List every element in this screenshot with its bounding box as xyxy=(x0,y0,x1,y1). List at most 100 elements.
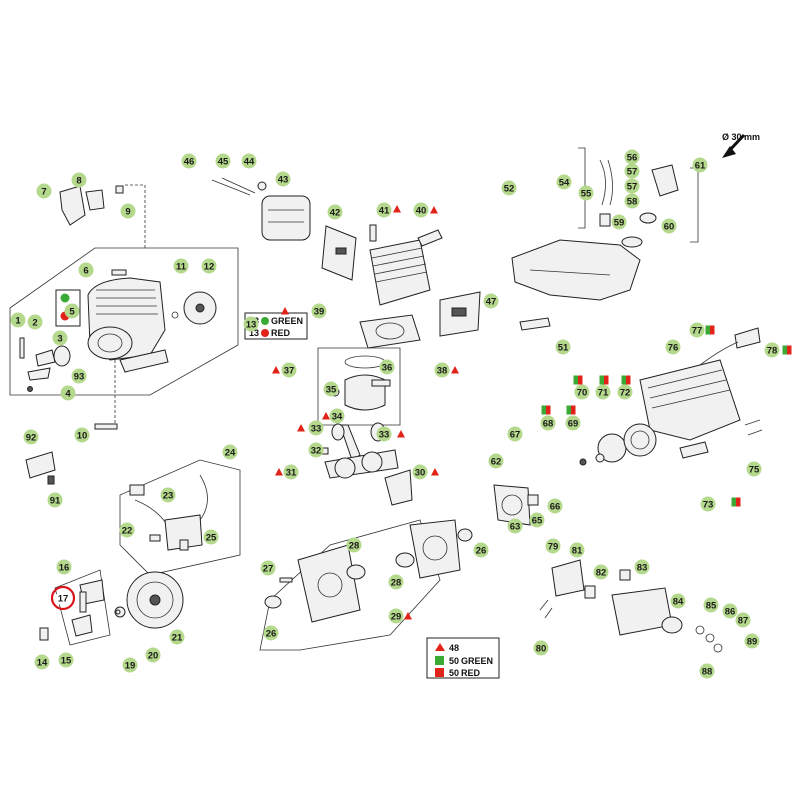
muffler-group xyxy=(211,177,357,281)
callout-label-60: 60 xyxy=(664,221,675,232)
gasket-60 xyxy=(639,212,657,224)
callout-badge-69 xyxy=(565,415,581,431)
callout-badge-9 xyxy=(120,203,136,219)
fuel-tank-group xyxy=(511,133,746,331)
callout-badge-25 xyxy=(203,529,219,545)
callout-badge-55 xyxy=(578,185,594,201)
ignition-outline xyxy=(119,459,241,576)
crankshaft-group xyxy=(319,422,413,506)
screw-27 xyxy=(279,577,293,583)
callout-label-78: 78 xyxy=(767,345,778,356)
callout-badge-71 xyxy=(595,384,611,400)
callout-label-85: 85 xyxy=(706,600,717,611)
callout-badge-54 xyxy=(556,174,572,190)
callout-label-54: 54 xyxy=(559,177,570,188)
callout-label-40: 40 xyxy=(416,205,427,216)
variant-triangle xyxy=(281,307,289,315)
callout-label-36: 36 xyxy=(382,362,393,373)
callout-label-79: 79 xyxy=(548,541,559,552)
callout-badge-1 xyxy=(10,312,26,328)
callout-badge-2 xyxy=(27,314,43,330)
switch-group xyxy=(25,451,56,485)
gasket-47-port xyxy=(451,307,467,317)
starter-pawl-outline xyxy=(54,569,111,646)
callout-label-3: 3 xyxy=(57,333,62,344)
legend-row2-label: GREEN xyxy=(461,656,493,666)
variant-triangle xyxy=(397,430,405,438)
fuel-tank-52 xyxy=(511,239,641,301)
callout-badge-34 xyxy=(329,408,345,424)
callout-badge-91 xyxy=(47,492,63,508)
callout-label-62: 62 xyxy=(491,456,502,467)
callout-label-29: 29 xyxy=(391,611,402,622)
gasket-38 xyxy=(359,314,421,349)
variant-row2-red-dot xyxy=(261,329,269,337)
callout-label-72: 72 xyxy=(620,387,631,398)
variant-square-green xyxy=(782,345,787,355)
callout-badge-57 xyxy=(624,163,640,179)
legend-row1-num: 48 xyxy=(449,643,459,653)
callout-label-57: 57 xyxy=(627,181,638,192)
variant-row1-label: GREEN xyxy=(271,316,303,326)
starter-group xyxy=(579,327,763,466)
variant-square-red xyxy=(604,375,609,385)
callout-badge-20 xyxy=(145,647,161,663)
callout-label-33: 33 xyxy=(379,429,390,440)
crankcase-half-left xyxy=(297,544,361,623)
gasket-30 xyxy=(384,469,413,506)
variant-square-red xyxy=(571,405,576,415)
callout-label-89: 89 xyxy=(747,636,758,647)
handle-73 xyxy=(679,441,709,459)
starter-housing-73 xyxy=(639,359,741,441)
callout-badge-59 xyxy=(611,214,627,230)
callout-badge-21 xyxy=(169,629,185,645)
variant-5-box xyxy=(55,289,81,327)
adapter-85 xyxy=(661,616,683,634)
bearing-28a xyxy=(346,564,366,580)
callout-label-31: 31 xyxy=(286,467,297,478)
callout-label-65: 65 xyxy=(532,515,543,526)
callout-badge-28 xyxy=(388,574,404,590)
muffler-43 xyxy=(261,195,311,241)
variant-row2-num: 13 xyxy=(249,328,259,338)
flywheel-group xyxy=(39,569,184,646)
switch-92 xyxy=(25,451,56,479)
cylinder-fins xyxy=(371,247,428,283)
callout-label-4: 4 xyxy=(65,388,71,399)
callout-badge-26 xyxy=(263,625,279,641)
crankcase-bore-right xyxy=(422,535,448,561)
bolts-45-46 xyxy=(211,177,256,196)
conrod xyxy=(339,424,361,461)
variant-square-red xyxy=(626,375,631,385)
nut-91 xyxy=(47,475,55,485)
callout-badge-24 xyxy=(222,444,238,460)
callout-label-7: 7 xyxy=(41,186,46,197)
cooling-fins xyxy=(96,289,158,315)
callout-label-30: 30 xyxy=(415,467,426,478)
callout-badge-31 xyxy=(283,464,299,480)
callout-label-17: 17 xyxy=(58,593,69,604)
callout-badge-72 xyxy=(617,384,633,400)
callout-badge-27 xyxy=(260,560,276,576)
screw-4 xyxy=(27,386,33,392)
callout-badge-22 xyxy=(119,522,135,538)
gasket-42-port xyxy=(335,247,347,255)
pump-83 xyxy=(619,569,631,581)
callout-label-32: 32 xyxy=(311,445,322,456)
highlight-ring-17 xyxy=(50,585,76,611)
callout-label-9: 9 xyxy=(125,206,130,217)
bolt-14 xyxy=(39,627,49,641)
callout-label-33: 33 xyxy=(311,423,322,434)
callout-badge-41 xyxy=(376,202,392,218)
callout-label-34: 34 xyxy=(332,411,343,422)
callout-label-75: 75 xyxy=(749,464,760,475)
muffler-ribs xyxy=(268,209,304,223)
callout-badge-85 xyxy=(703,597,719,613)
callout-badge-6 xyxy=(78,262,94,278)
callout-badge-14 xyxy=(34,654,50,670)
screw-22 xyxy=(149,534,161,542)
variant-triangle xyxy=(430,206,438,214)
crank-web-right xyxy=(361,451,383,473)
callout-label-46: 46 xyxy=(184,156,195,167)
